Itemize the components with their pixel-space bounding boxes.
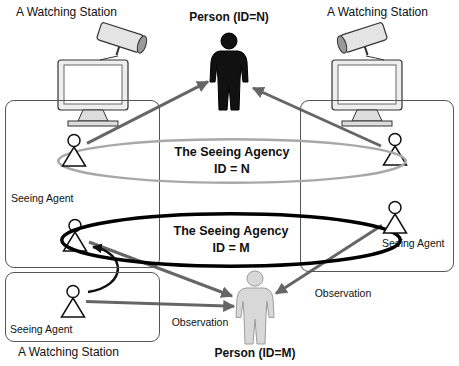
seeing-agent-icon xyxy=(382,200,408,234)
person-figure: Person (ID=N) xyxy=(208,32,250,110)
person-label: Person (ID=M) xyxy=(214,346,295,360)
station-label: A Watching Station xyxy=(16,5,117,19)
observation-arrow xyxy=(89,242,232,296)
edge-label: Observation xyxy=(313,287,374,300)
station-label: A Watching Station xyxy=(327,5,428,19)
agency-ring xyxy=(58,139,406,183)
camera-cable xyxy=(100,56,118,60)
agency-outline xyxy=(57,138,407,184)
agency-label: The Seeing Agency xyxy=(175,144,290,161)
person-silhouette xyxy=(234,270,276,344)
person-body xyxy=(210,51,248,110)
agency-label: ID = M xyxy=(212,240,249,257)
agency-ring xyxy=(62,214,401,267)
agent-label: Seeing Agent xyxy=(11,191,73,205)
agency-ellipse: The Seeing AgencyID = N xyxy=(57,138,407,184)
seeing-agent-icon xyxy=(384,134,407,166)
agent-label: Seeing Agent xyxy=(10,322,72,336)
monitor xyxy=(332,60,402,126)
seeing-agent-symbol xyxy=(384,202,407,234)
agency-label: ID = N xyxy=(214,161,250,178)
person-body xyxy=(236,288,274,344)
seeing-agent: Seeing Agent xyxy=(382,200,408,234)
edge-label: Observation xyxy=(170,315,231,328)
seeing-agent: Seeing Agent xyxy=(60,284,86,318)
observation-arrow xyxy=(276,225,382,293)
agency-outline xyxy=(60,212,402,268)
seeing-agent-symbol xyxy=(62,286,85,318)
person-head xyxy=(221,33,237,49)
watching-station: A Watching StationSeeing Agent xyxy=(5,272,160,342)
seeing-agent: Seeing Agent xyxy=(61,133,87,167)
person-head xyxy=(247,271,263,286)
person-label: Person (ID=N) xyxy=(189,10,269,24)
observation-arrow xyxy=(86,301,234,306)
person-silhouette xyxy=(208,32,250,110)
person-figure: Person (ID=M) xyxy=(234,270,276,344)
observation-arrow xyxy=(87,82,208,144)
watching-station: A Watching StationSeeing Agent xyxy=(5,100,160,268)
seeing-agent-icon xyxy=(60,284,86,318)
agency-ellipse: The Seeing AgencyID = M xyxy=(60,212,402,268)
camera xyxy=(94,22,149,63)
agency-label: The Seeing Agency xyxy=(174,223,289,240)
observation-arrow xyxy=(253,88,381,146)
camera-cable xyxy=(366,56,384,60)
camera xyxy=(335,22,390,63)
agent-label: Seeing Agent xyxy=(382,236,444,250)
station-label: A Watching Station xyxy=(18,345,119,359)
watching-station: A Watching StationSeeing Agent xyxy=(300,100,454,272)
monitor xyxy=(58,60,128,126)
seeing-agent-icon xyxy=(61,133,87,167)
